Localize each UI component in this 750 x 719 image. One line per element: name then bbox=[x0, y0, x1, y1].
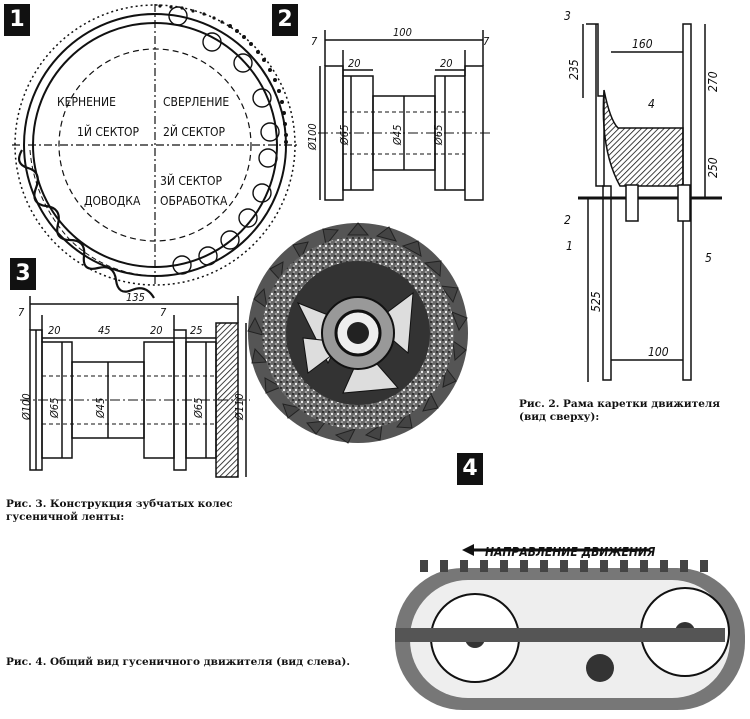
dim-fig3-7-left: 7 bbox=[18, 306, 25, 319]
dim-fig3-20-right: 20 bbox=[150, 324, 163, 337]
fig3-sprocket-drawing bbox=[20, 296, 250, 478]
sector-label-sverlenie: СВЕРЛЕНИЕ bbox=[163, 95, 229, 109]
frame-label-4: 4 bbox=[648, 97, 655, 111]
direction-label: НАПРАВЛЕНИЕ ДВИЖЕНИЯ bbox=[485, 545, 656, 559]
dim-fig3-25: 25 bbox=[190, 324, 203, 337]
dim-fig3-7-right: 7 bbox=[160, 306, 167, 319]
sector-label-kernenie: КЕРНЕНИЕ bbox=[57, 95, 116, 109]
sector-label-3: 3Й СЕКТОР bbox=[160, 173, 222, 188]
caption-ris3: Рис. 3. Конструкция зубчатых колес гусен… bbox=[6, 498, 233, 523]
caption-ris2: Рис. 2. Рама каретки движителя (вид свер… bbox=[519, 398, 721, 423]
sector-label-obrabotka: ОБРАБОТКА bbox=[160, 194, 228, 208]
dim-fig3-d100: Ø100 bbox=[20, 393, 33, 421]
dim-fig2-d100: Ø100 bbox=[306, 123, 319, 151]
dim-fig2-100: 100 bbox=[393, 26, 412, 39]
fig2-hub-drawing bbox=[318, 30, 490, 201]
dim-fig3-d110: Ø110 bbox=[233, 393, 246, 421]
badge-fig1: 1 bbox=[4, 4, 30, 36]
tracked-drive-photo: НАПРАВЛЕНИЕ ДВИЖЕНИЯ bbox=[395, 544, 745, 710]
sector-label-dovodka: ДОВОДКА bbox=[84, 194, 141, 208]
dim-fig2-7-left: 7 bbox=[311, 35, 318, 48]
frame-label-5: 5 bbox=[705, 251, 712, 265]
dim-fig3-135: 135 bbox=[126, 291, 145, 304]
dim-fig2-20-left: 20 bbox=[348, 57, 361, 70]
badge-fig2: 2 bbox=[272, 4, 298, 36]
dim-fig3-d65-right: Ø65 bbox=[192, 398, 205, 419]
dim-fig3-45: 45 bbox=[98, 324, 111, 337]
sector-label-2: 2Й СЕКТОР bbox=[163, 124, 225, 139]
dim-fig2-d65-left: Ø65 bbox=[338, 125, 351, 146]
badge-fig4: 4 bbox=[457, 453, 483, 485]
dim-frame-270: 270 bbox=[706, 71, 720, 92]
dim-fig2-d45: Ø45 bbox=[391, 125, 404, 146]
caption-ris4: Рис. 4. Общий вид гусеничного движителя … bbox=[6, 656, 351, 668]
frame-label-3: 3 bbox=[564, 9, 571, 23]
dim-fig2-7-right: 7 bbox=[483, 35, 490, 48]
dim-fig3-20-left: 20 bbox=[48, 324, 61, 337]
dim-fig3-d45: Ø45 bbox=[94, 398, 107, 419]
dim-frame-525: 525 bbox=[589, 291, 603, 312]
badge-fig3: 3 bbox=[10, 258, 36, 290]
dim-fig2-20-right: 20 bbox=[440, 57, 453, 70]
fig1-marking-disc: КЕРНЕНИЕ 1Й СЕКТОР СВЕРЛЕНИЕ 2Й СЕКТОР Д… bbox=[12, 4, 298, 299]
dim-frame-235: 235 bbox=[567, 59, 581, 80]
frame-label-2: 2 bbox=[564, 213, 571, 227]
dim-fig2-d65-right: Ø65 bbox=[432, 125, 445, 146]
dim-frame-100: 100 bbox=[648, 345, 669, 359]
frame-label-1: 1 bbox=[566, 239, 573, 253]
dim-frame-250: 250 bbox=[706, 157, 720, 178]
fig4-sprocket-photo bbox=[247, 222, 468, 444]
sector-label-1: 1Й СЕКТОР bbox=[77, 124, 139, 139]
dim-fig3-d65-left: Ø65 bbox=[48, 398, 61, 419]
dim-frame-160: 160 bbox=[632, 37, 653, 51]
frame-drawing bbox=[578, 23, 722, 382]
